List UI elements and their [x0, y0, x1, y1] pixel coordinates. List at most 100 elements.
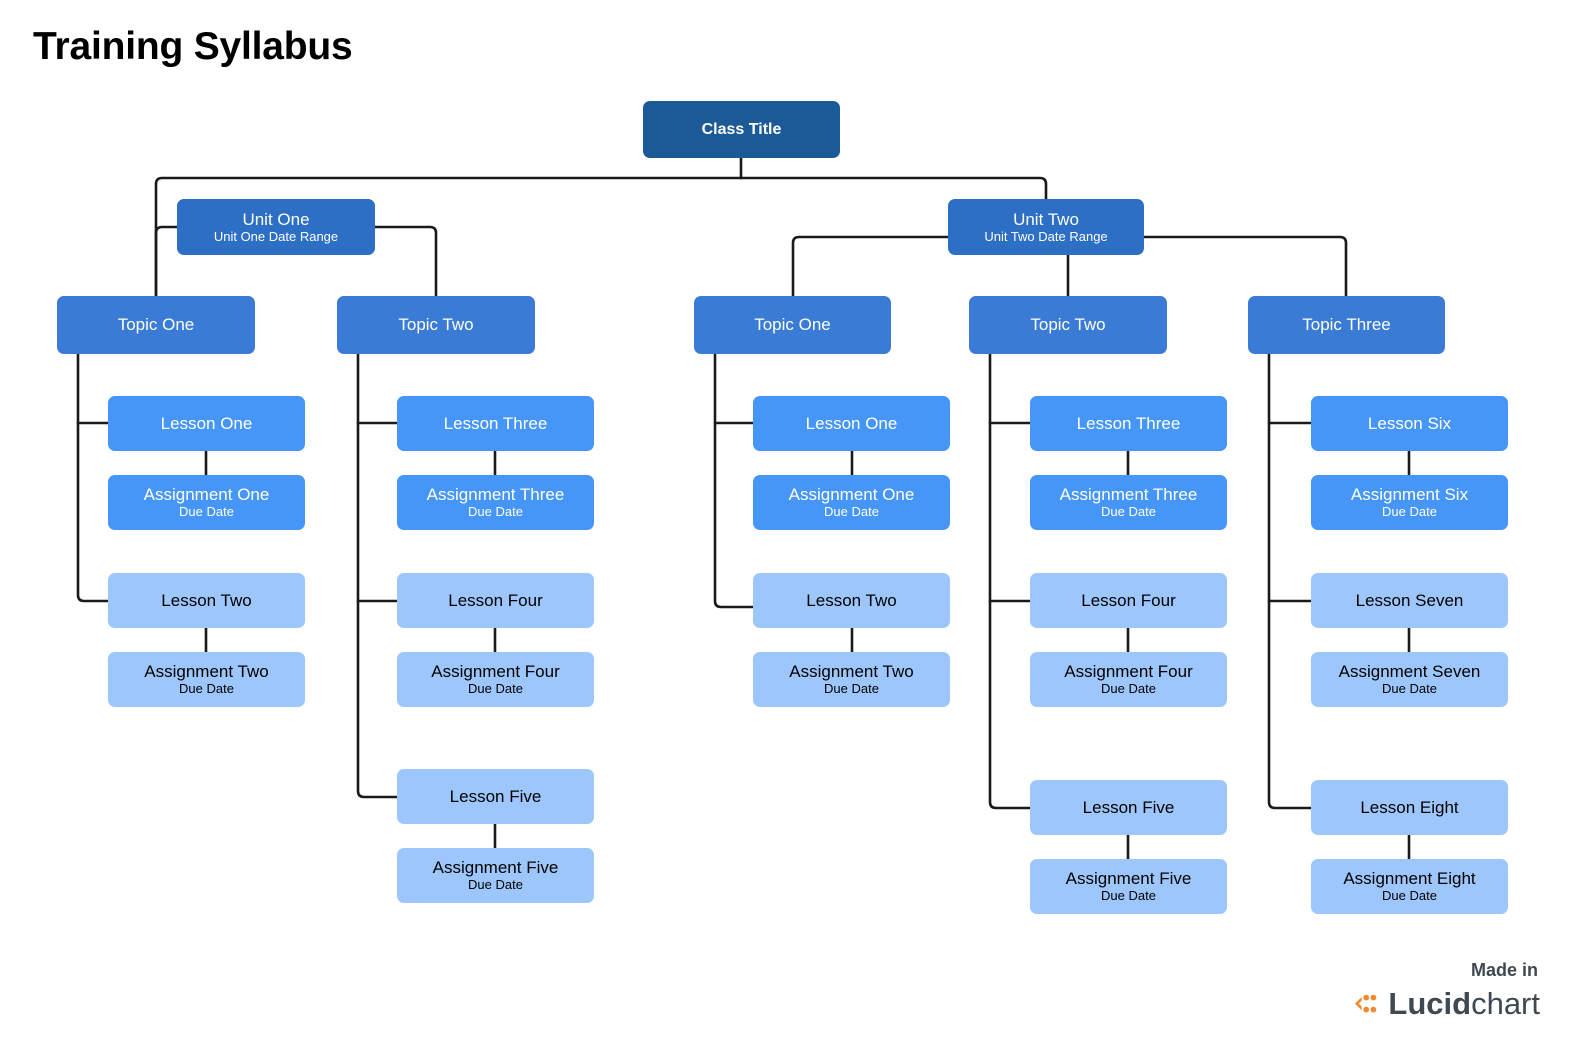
node-title: Assignment Eight [1343, 869, 1476, 889]
node-title: Lesson Two [161, 590, 252, 610]
node-title: Assignment Three [1059, 485, 1198, 505]
chart-regular-text: chart [1471, 986, 1540, 1021]
node-title: Lesson Six [1367, 413, 1452, 433]
node-title: Assignment One [143, 485, 270, 505]
node-assignment[interactable]: Assignment Five Due Date [1030, 859, 1227, 914]
node-title: Assignment Two [144, 662, 269, 682]
node-topic-u1-one[interactable]: Topic One [57, 296, 255, 354]
node-title: Lesson One [805, 413, 898, 433]
node-lesson[interactable]: Lesson Four [397, 573, 594, 628]
node-lesson[interactable]: Lesson Two [753, 573, 950, 628]
node-assignment[interactable]: Assignment Four Due Date [397, 652, 594, 707]
node-topic-u2-two[interactable]: Topic Two [969, 296, 1167, 354]
node-assignment[interactable]: Assignment Four Due Date [1030, 652, 1227, 707]
node-subtitle: Due Date [468, 504, 523, 520]
node-subtitle: Due Date [824, 504, 879, 520]
node-title: Lesson Five [1082, 797, 1175, 817]
node-lesson[interactable]: Lesson One [108, 396, 305, 451]
made-in-label: Made in [1470, 960, 1538, 980]
node-title: Lesson Four [448, 590, 543, 610]
node-title: Assignment Seven [1338, 662, 1481, 682]
node-title: Topic Two [398, 315, 474, 335]
node-topic-u2-three[interactable]: Topic Three [1248, 296, 1445, 354]
node-subtitle: Unit Two Date Range [984, 228, 1108, 244]
lucid-bold-text: Lucid [1388, 986, 1472, 1021]
node-lesson[interactable]: Lesson Three [397, 396, 594, 451]
node-assignment[interactable]: Assignment Three Due Date [397, 475, 594, 530]
node-title: Lesson Seven [1355, 590, 1464, 610]
node-subtitle: Due Date [1101, 888, 1156, 904]
node-topic-u2-one[interactable]: Topic One [694, 296, 891, 354]
node-title: Lesson Eight [1360, 797, 1459, 817]
node-title: Assignment Five [1065, 869, 1192, 889]
node-subtitle: Due Date [1382, 888, 1437, 904]
lucidchart-text: Lucidchart [1388, 988, 1540, 1019]
edge-spine-to-unit-two [739, 176, 1048, 201]
node-title: Topic Three [1302, 315, 1391, 335]
node-assignment[interactable]: Assignment Six Due Date [1311, 475, 1508, 530]
page-title: Training Syllabus [33, 25, 353, 68]
node-title: Assignment Four [431, 662, 560, 682]
edge-unit-one-to-topic-one [154, 225, 179, 298]
node-subtitle: Due Date [468, 681, 523, 697]
node-subtitle: Due Date [824, 681, 879, 697]
node-assignment[interactable]: Assignment Two Due Date [753, 652, 950, 707]
node-title: Lesson Two [806, 590, 897, 610]
node-title: Unit Two [1013, 209, 1079, 229]
node-lesson[interactable]: Lesson Five [1030, 780, 1227, 835]
node-lesson[interactable]: Lesson Two [108, 573, 305, 628]
node-title: Unit One [242, 209, 310, 229]
node-class-title[interactable]: Class Title [643, 101, 840, 158]
node-title: Lesson Three [1076, 413, 1181, 433]
node-title: Lesson Five [449, 786, 542, 806]
node-title: Assignment Five [432, 858, 559, 878]
node-unit-one[interactable]: Unit One Unit One Date Range [177, 199, 375, 255]
node-topic-u1-two[interactable]: Topic Two [337, 296, 535, 354]
node-title: Assignment Two [789, 662, 914, 682]
edge-topic-trunk-u2t2 [988, 352, 1032, 810]
edge-topic-trunk-u2t1 [713, 352, 755, 609]
node-lesson[interactable]: Lesson Three [1030, 396, 1227, 451]
node-subtitle: Due Date [468, 877, 523, 893]
node-assignment[interactable]: Assignment Eight Due Date [1311, 859, 1508, 914]
edge-unit-two-to-topic-three [1142, 235, 1348, 298]
node-title: Assignment Four [1064, 662, 1193, 682]
node-lesson[interactable]: Lesson Eight [1311, 780, 1508, 835]
node-title: Assignment Three [426, 485, 565, 505]
node-assignment[interactable]: Assignment Two Due Date [108, 652, 305, 707]
node-title: Assignment One [788, 485, 915, 505]
node-lesson[interactable]: Lesson Four [1030, 573, 1227, 628]
node-lesson[interactable]: Lesson Six [1311, 396, 1508, 451]
node-lesson[interactable]: Lesson Five [397, 769, 594, 824]
node-title: Assignment Six [1350, 485, 1469, 505]
node-subtitle: Due Date [1101, 504, 1156, 520]
node-subtitle: Due Date [1382, 504, 1437, 520]
node-subtitle: Due Date [179, 681, 234, 697]
node-title: Topic Two [1030, 315, 1106, 335]
node-assignment[interactable]: Assignment Five Due Date [397, 848, 594, 903]
node-assignment[interactable]: Assignment One Due Date [108, 475, 305, 530]
node-assignment[interactable]: Assignment Seven Due Date [1311, 652, 1508, 707]
node-title: Lesson Three [443, 413, 548, 433]
node-title: Class Title [701, 120, 782, 138]
node-assignment[interactable]: Assignment One Due Date [753, 475, 950, 530]
edge-topic-trunk-u1t2 [356, 352, 399, 799]
lucidchart-wordmark: Lucidchart [1349, 988, 1540, 1019]
edge-unit-two-to-topic-one [791, 235, 950, 298]
node-subtitle: Due Date [179, 504, 234, 520]
lucidchart-attribution: Made in Lucidchart [1349, 961, 1540, 1019]
node-lesson[interactable]: Lesson One [753, 396, 950, 451]
node-title: Topic One [754, 315, 831, 335]
edge-topic-trunk-u2t3 [1267, 352, 1313, 810]
node-title: Lesson One [160, 413, 253, 433]
node-assignment[interactable]: Assignment Three Due Date [1030, 475, 1227, 530]
node-subtitle: Due Date [1101, 681, 1156, 697]
node-lesson[interactable]: Lesson Seven [1311, 573, 1508, 628]
node-subtitle: Due Date [1382, 681, 1437, 697]
edge-topic-trunk-u1t1 [76, 352, 110, 603]
node-title: Lesson Four [1081, 590, 1176, 610]
edge-unit-one-to-topic-two [373, 225, 438, 298]
node-unit-two[interactable]: Unit Two Unit Two Date Range [948, 199, 1144, 255]
node-subtitle: Unit One Date Range [213, 228, 339, 244]
